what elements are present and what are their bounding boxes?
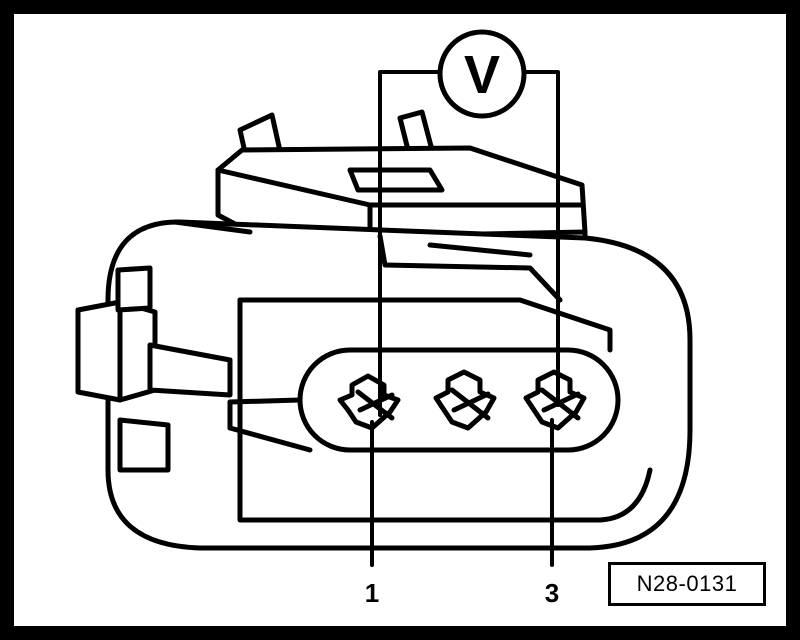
voltmeter-icon: V [437,29,527,119]
terminal-pin-2 [433,369,497,431]
side-lock-tab [75,265,233,473]
connector-latch [215,109,588,239]
terminal-pin-3 [523,369,587,431]
voltmeter-leads [378,70,560,417]
callout-pin-3: 3 [545,578,559,608]
figure-reference-code: N28-0131 [608,562,766,606]
voltmeter-symbol: V [464,45,500,105]
callout-lines [370,418,554,567]
callout-pin-1: 1 [365,578,379,608]
